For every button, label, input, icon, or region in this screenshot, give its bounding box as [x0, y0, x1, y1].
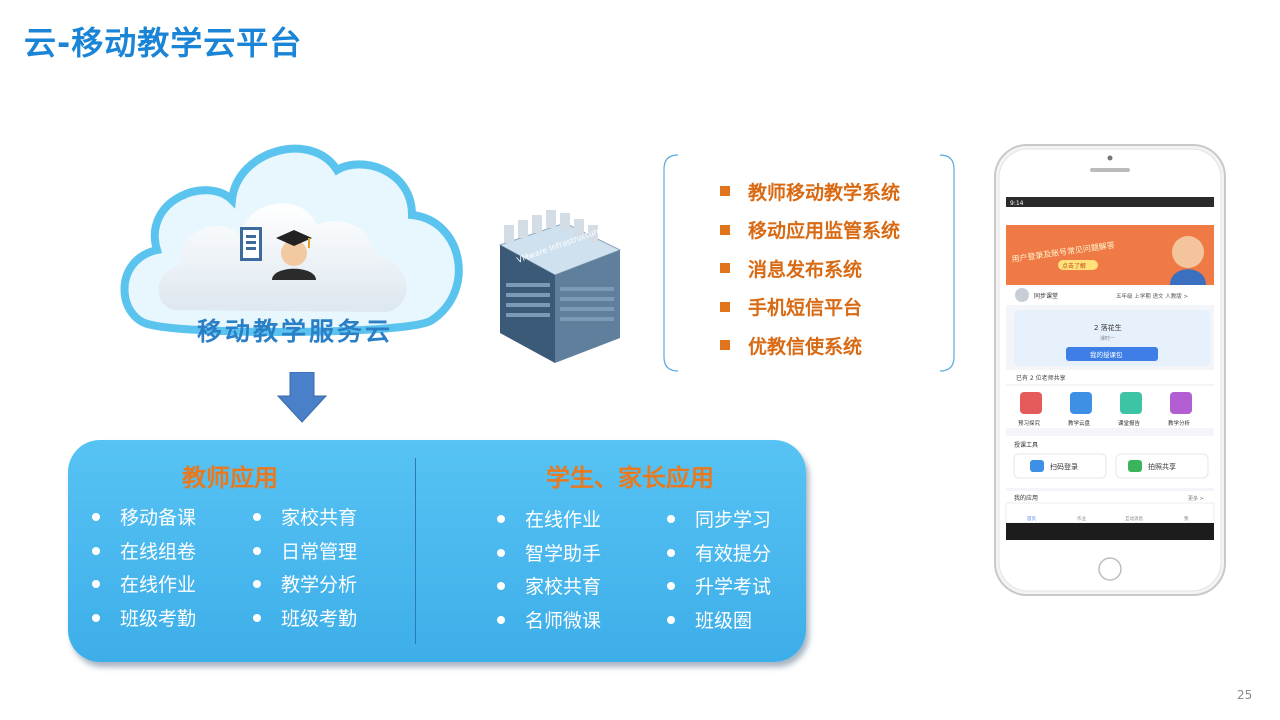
phone-nav-item: 作业 — [1077, 515, 1086, 522]
list-item: 手机短信平台 — [720, 288, 900, 327]
document-icon — [240, 227, 262, 261]
phone-tool-label: 课堂报告 — [1118, 419, 1141, 427]
list-item: 名师微课 — [497, 606, 601, 633]
phone-banner-button: 点击了解 — [1062, 262, 1086, 270]
graduate-avatar-icon — [272, 230, 316, 280]
down-arrow-icon — [276, 372, 328, 423]
phone-tool-label: 预习探究 — [1018, 419, 1041, 427]
list-item: 班级圈 — [667, 606, 752, 633]
bullet-icon — [497, 514, 505, 523]
bullet-icon — [667, 615, 675, 624]
phone-mockup: 9:14 用户登录及账号常见问题解答 点击了解 同步课堂 五年级 上学期 语文 … — [994, 144, 1226, 596]
phone-nav-item: 我 — [1184, 515, 1189, 522]
phone-tool-label: 教学云盘 — [1068, 419, 1091, 427]
bullet-icon — [497, 615, 505, 624]
bullet-icon — [92, 512, 100, 521]
list-item: 移动应用监管系统 — [720, 211, 900, 250]
phone-tool-label: 教学分析 — [1168, 419, 1191, 427]
list-item: 家校共育 — [497, 572, 601, 599]
phone-class-info: 五年级 上学期 语文 人教版 > — [1116, 292, 1188, 300]
phone-nav-item: 首页 — [1027, 515, 1036, 522]
phone-tool-section: 授课工具 — [1014, 441, 1038, 449]
list-item: 消息发布系统 — [720, 249, 900, 288]
list-item: 在线作业 — [497, 505, 601, 532]
bullet-icon — [92, 546, 100, 555]
list-item: 优教信使系统 — [720, 326, 900, 365]
bullet-icon — [253, 546, 261, 555]
list-item: 家校共育 — [253, 503, 357, 530]
panel-divider — [415, 458, 416, 644]
applications-panel — [68, 440, 806, 662]
bullet-icon — [497, 548, 505, 557]
list-item: 班级考勤 — [253, 604, 357, 631]
page-number: 25 — [1237, 688, 1253, 702]
page-title: 云-移动教学云平台 — [24, 24, 303, 62]
cloud-illustration — [120, 144, 463, 336]
list-item: 教师移动教学系统 — [720, 172, 900, 211]
bullet-icon — [667, 514, 675, 523]
phone-class-label: 同步课堂 — [1034, 292, 1058, 300]
phone-lesson-title: 2 落花生 — [1094, 323, 1122, 332]
list-item: 教学分析 — [253, 570, 357, 597]
phone-my-apps: 我的应用 — [1014, 494, 1038, 502]
bullet-icon — [92, 613, 100, 622]
bullet-icon — [253, 512, 261, 521]
square-bullet-icon — [720, 301, 730, 312]
teacher-apps-heading: 教师应用 — [182, 464, 278, 492]
list-item: 日常管理 — [253, 537, 357, 564]
square-bullet-icon — [720, 186, 730, 197]
phone-photo-button: 拍照共享 — [1148, 462, 1176, 471]
phone-lesson-sub: 课时一 — [1100, 335, 1115, 342]
bullet-icon — [667, 581, 675, 590]
square-bullet-icon — [720, 263, 730, 274]
cloud-label: 移动教学服务云 — [196, 317, 393, 346]
bullet-icon — [253, 579, 261, 588]
list-item: 有效提分 — [667, 539, 771, 566]
list-item: 在线作业 — [92, 570, 196, 597]
list-item: 移动备课 — [92, 503, 196, 530]
bullet-icon — [92, 579, 100, 588]
bullet-icon — [667, 548, 675, 557]
server-rack-illustration: VMware Infrastructure — [498, 210, 622, 363]
svg-text:9:14: 9:14 — [1010, 200, 1024, 207]
phone-share-note: 已有 2 位老师共享 — [1016, 374, 1066, 382]
list-item: 同步学习 — [667, 505, 771, 532]
square-bullet-icon — [720, 224, 730, 235]
list-item: 智学助手 — [497, 539, 601, 566]
phone-nav-item: 互动消息 — [1125, 515, 1143, 522]
square-bullet-icon — [720, 340, 730, 351]
student-apps-heading: 学生、家长应用 — [546, 464, 714, 492]
phone-lesson-button: 我的授课包 — [1090, 350, 1123, 359]
list-item: 升学考试 — [667, 572, 771, 599]
phone-scan-button: 扫码登录 — [1050, 462, 1078, 471]
system-list: 教师移动教学系统 移动应用监管系统 消息发布系统 手机短信平台 优教信使系统 — [720, 172, 900, 365]
bullet-icon — [253, 613, 261, 622]
system-list-bracket — [663, 154, 955, 372]
list-item: 在线组卷 — [92, 537, 196, 564]
bullet-icon — [497, 581, 505, 590]
list-item: 班级考勤 — [92, 604, 196, 631]
phone-more-link: 更多 > — [1188, 495, 1204, 502]
